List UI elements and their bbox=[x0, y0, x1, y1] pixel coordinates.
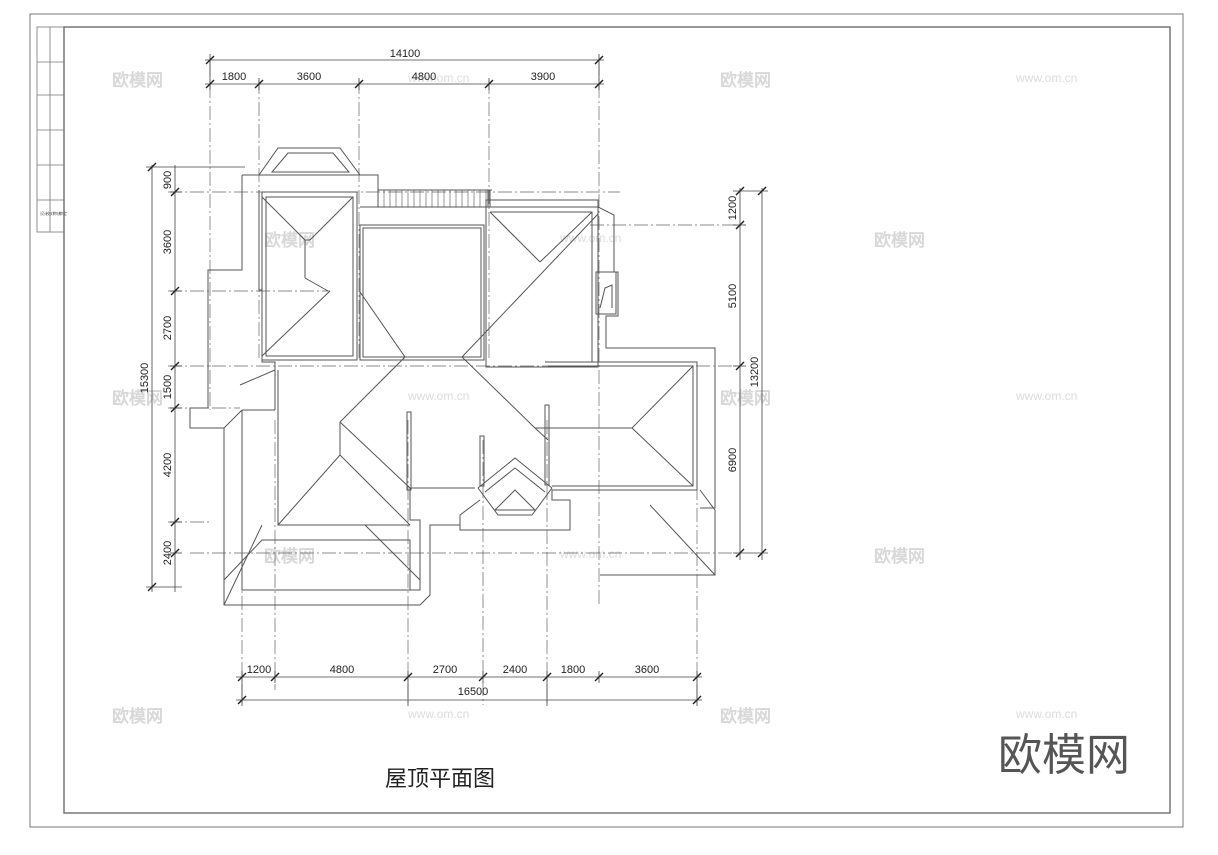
watermark-url: www.om.cn bbox=[559, 547, 621, 561]
dim-right-segment: 6900 bbox=[727, 448, 739, 472]
watermark-url: www.om.cn bbox=[407, 707, 469, 721]
dim-right-segment: 5100 bbox=[727, 284, 739, 308]
watermark-url: www.om.cn bbox=[1015, 71, 1077, 85]
dim-right-segment: 1200 bbox=[727, 196, 739, 220]
dim-left-segment: 900 bbox=[162, 171, 174, 189]
watermark-layer: 欧模网 欧模网 欧模网 欧模网 欧模网 欧模网 欧模网 欧模网 欧模网 欧模网 … bbox=[112, 70, 1077, 727]
dim-top-segment: 4800 bbox=[412, 71, 436, 83]
title-block-cell: 设计 bbox=[40, 210, 48, 216]
dim-bottom-segment: 3600 bbox=[635, 664, 659, 676]
watermark-brand: 欧模网 bbox=[720, 70, 771, 91]
watermark-url: www.om.cn bbox=[1015, 389, 1077, 403]
inner-border bbox=[63, 26, 1171, 814]
axis-lines bbox=[168, 62, 745, 705]
dim-right-total: 13200 bbox=[749, 357, 761, 388]
dim-top-segment: 3600 bbox=[297, 71, 321, 83]
dim-bottom-segment: 1800 bbox=[561, 664, 585, 676]
dimension-labels: 14100 1800 3600 4800 3900 15300 900 3600… bbox=[139, 48, 761, 698]
watermark-url: www.om.cn bbox=[559, 231, 621, 245]
watermark-url: www.om.cn bbox=[1015, 707, 1077, 721]
watermark-brand: 欧模网 bbox=[112, 706, 163, 727]
dim-bottom-segment: 1200 bbox=[247, 664, 271, 676]
outer-border bbox=[29, 13, 1184, 828]
title-block-cell: 校对 bbox=[46, 210, 54, 216]
dim-left-segment: 4200 bbox=[162, 453, 174, 477]
watermark-brand: 欧模网 bbox=[264, 230, 315, 251]
drawing-title: 屋顶平面图 bbox=[385, 767, 495, 792]
dim-left-segment: 2400 bbox=[162, 541, 174, 565]
dim-left-total: 15300 bbox=[139, 363, 151, 394]
watermark-brand: 欧模网 bbox=[874, 230, 925, 251]
dim-bottom-segment: 4800 bbox=[330, 664, 354, 676]
watermark-url: www.om.cn bbox=[407, 389, 469, 403]
dim-bottom-total: 16500 bbox=[458, 686, 489, 698]
dim-bottom-segment: 2700 bbox=[433, 664, 457, 676]
title-block bbox=[36, 26, 65, 233]
watermark-brand: 欧模网 bbox=[112, 388, 163, 409]
watermark-brand: 欧模网 bbox=[874, 546, 925, 567]
dim-left-segment: 2700 bbox=[162, 316, 174, 340]
dimension-lines bbox=[146, 54, 768, 706]
dim-bottom-segment: 2400 bbox=[503, 664, 527, 676]
brand-logo: 欧模网 bbox=[998, 730, 1130, 781]
dim-left-segment: 3600 bbox=[162, 230, 174, 254]
watermark-brand: 欧模网 bbox=[720, 388, 771, 409]
dim-top-total: 14100 bbox=[390, 48, 421, 60]
watermark-brand: 欧模网 bbox=[720, 706, 771, 727]
roof-plan bbox=[189, 147, 716, 606]
dim-top-segment: 3900 bbox=[531, 71, 555, 83]
watermark-url: www.om.cn bbox=[407, 71, 469, 85]
watermark-brand: 欧模网 bbox=[112, 70, 163, 91]
dim-top-segment: 1800 bbox=[222, 71, 246, 83]
title-block-cell: 审定 bbox=[59, 210, 67, 216]
dimension-ticks bbox=[147, 55, 767, 705]
dim-left-segment: 1500 bbox=[162, 375, 174, 399]
watermark-brand: 欧模网 bbox=[264, 546, 315, 567]
title-block-cell: 审核 bbox=[53, 210, 61, 216]
